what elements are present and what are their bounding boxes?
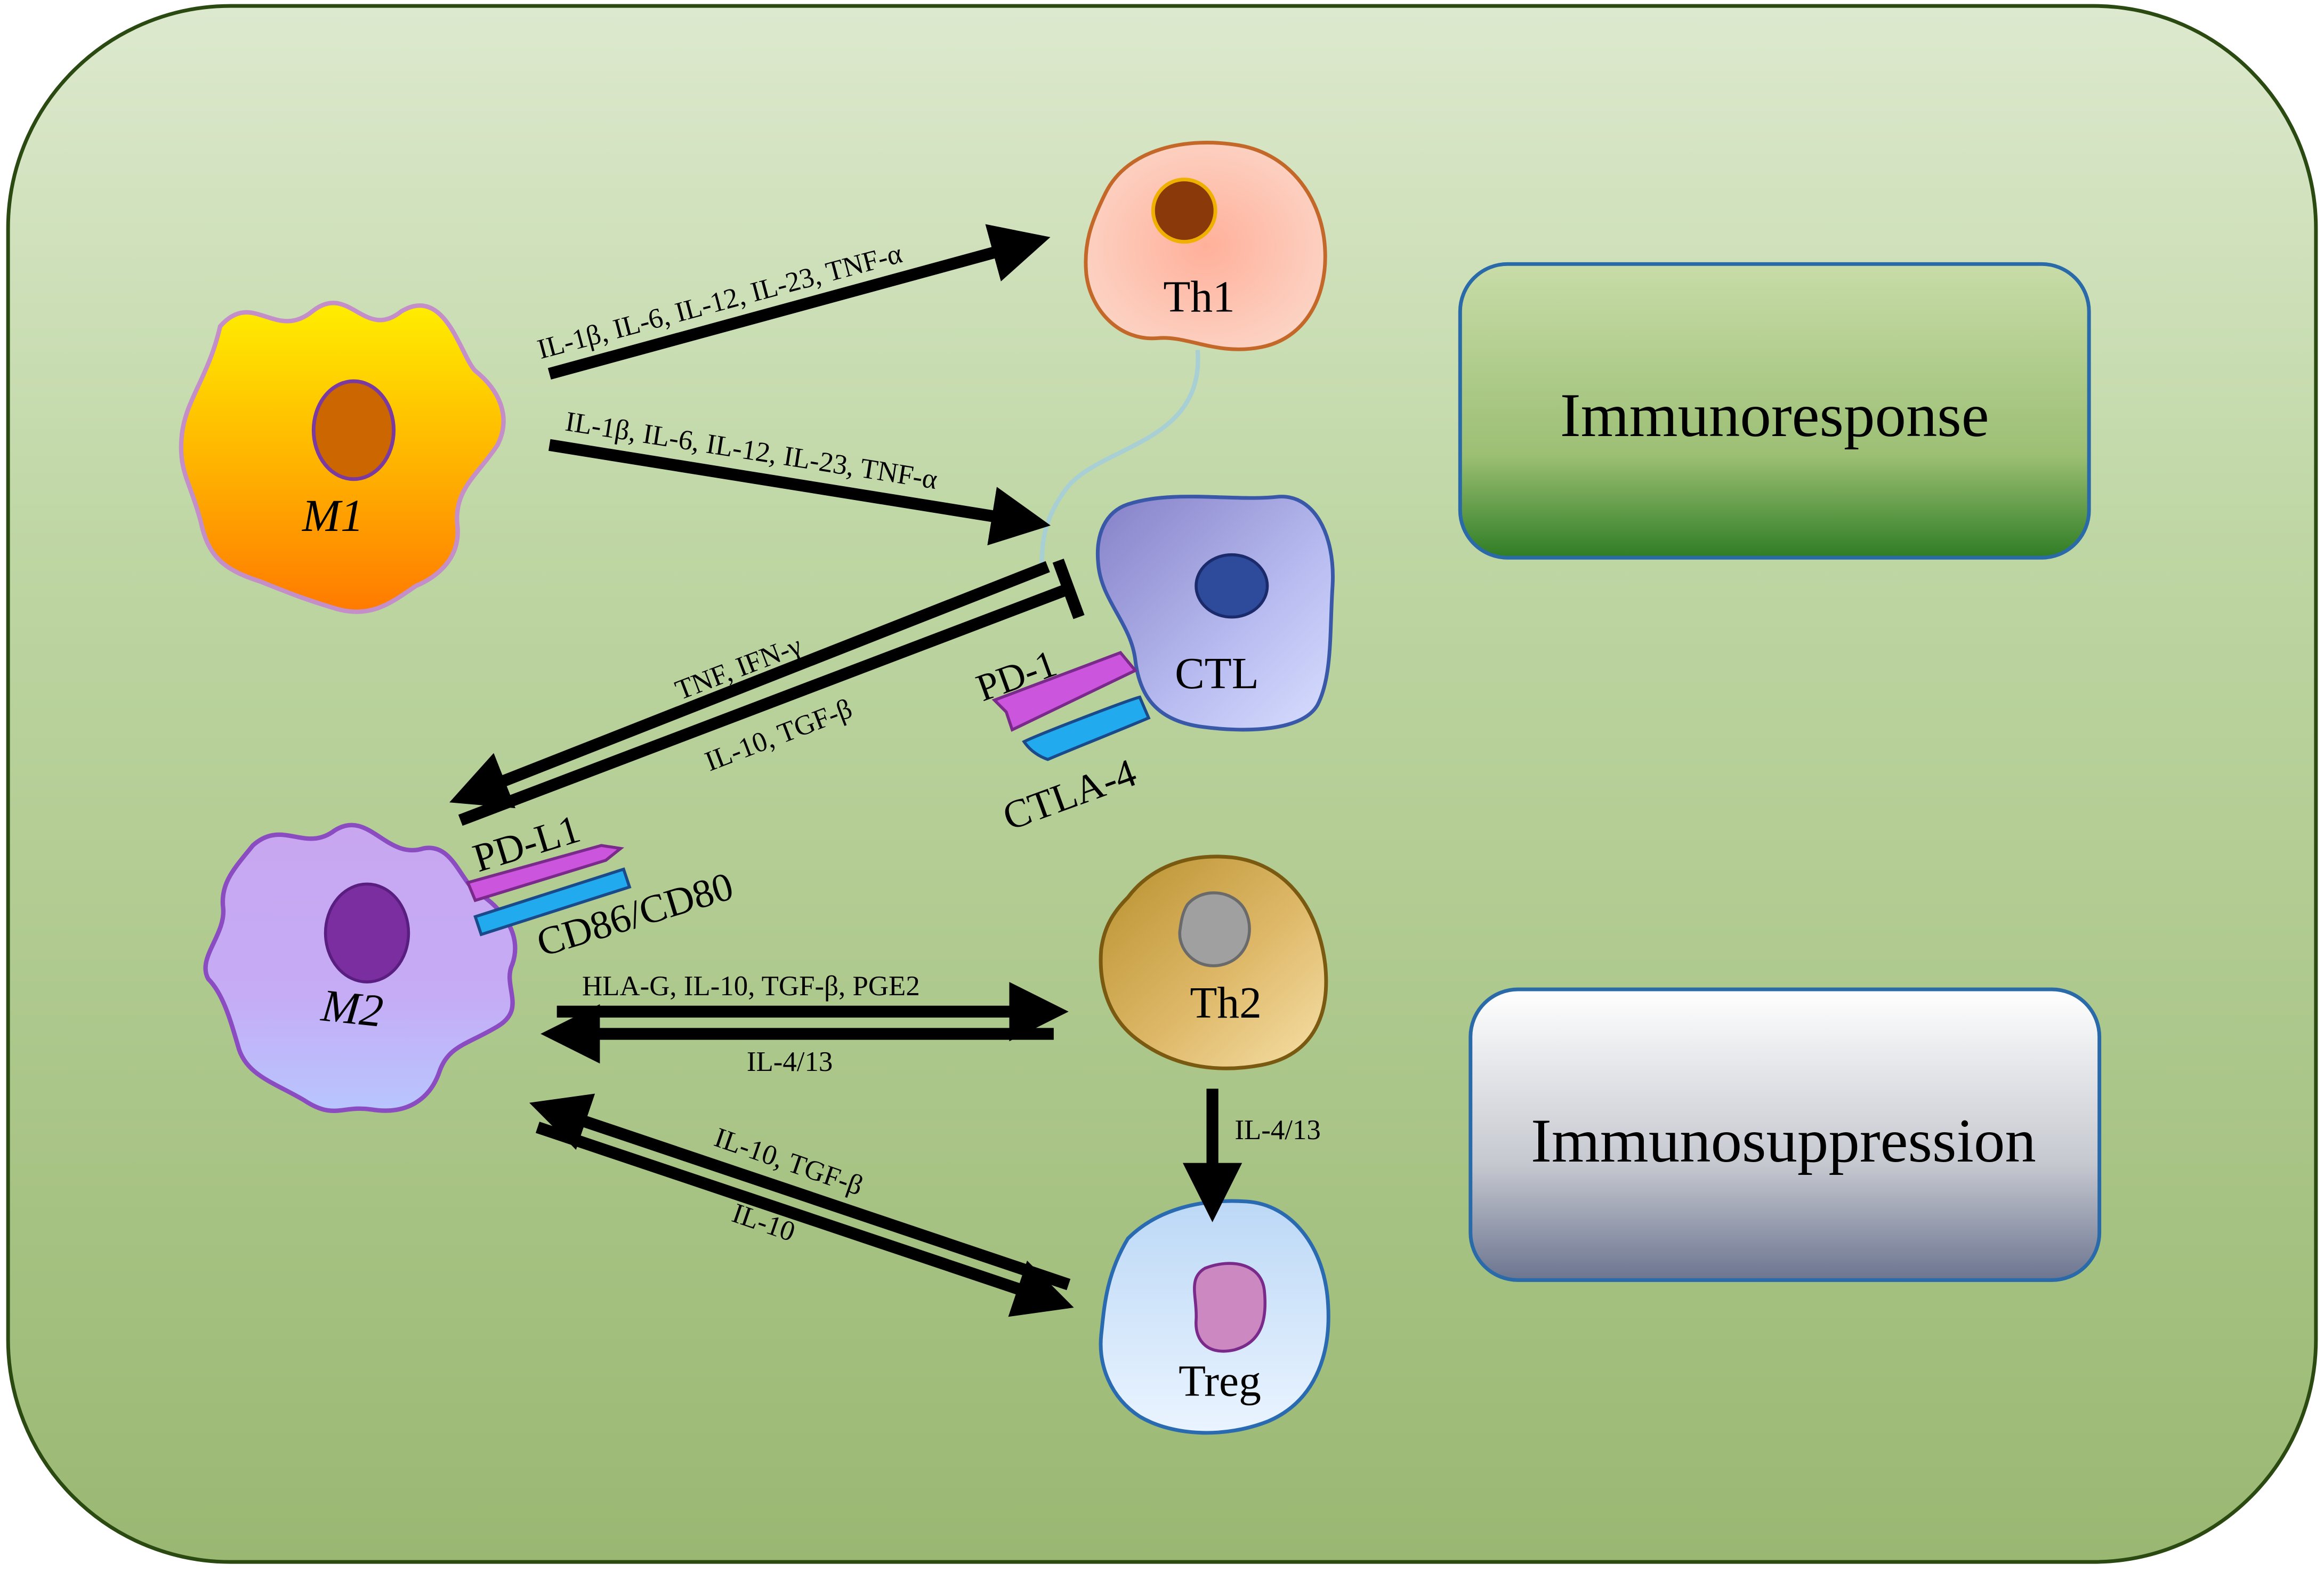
th2-nucleus [1178,891,1251,968]
m2-nucleus [324,882,410,983]
m2-label: M2 [318,979,385,1037]
immunosuppression-box: Immunosuppression [1468,987,2102,1282]
pdl1-shape [465,844,625,902]
m2-cell: M2 [203,823,518,1113]
m1-nucleus [311,379,396,481]
th2-cell: Th2 [1099,854,1328,1070]
inhibit-m2-to-ctl [458,583,1071,826]
ctl-cell: CTL [1096,495,1335,732]
treg-cell: Treg [1099,1199,1330,1435]
m1-cell: M1 [179,301,506,614]
th1-cell: Th1 [1084,141,1327,351]
immunoresponse-label: Immunoresponse [1560,381,1989,450]
arrow-th2-to-m2-label: IL-4/13 [747,1046,833,1077]
arrow-m2-to-treg [535,1122,1074,1317]
th2-label: Th2 [1190,979,1261,1028]
th1-label: Th1 [1163,272,1234,321]
immunoresponse-panel [1458,262,2091,560]
ctl-nucleus [1195,553,1269,619]
treg-label: Treg [1179,1357,1261,1406]
arrow-treg-to-m2 [529,1093,1071,1291]
arrow-m1-to-th1 [547,224,1051,380]
th1-nucleus [1151,178,1217,244]
immunosuppression-label: Immunosuppression [1531,1107,2036,1175]
ctla4-shape [1022,695,1151,761]
arrow-m1-to-ctl [548,439,1051,546]
treg-nucleus [1193,1262,1267,1353]
arrow-th2-to-treg-label: IL-4/13 [1234,1115,1320,1146]
arrow-ctl-to-m2 [449,561,1050,809]
cd86-cd80-shape [473,867,632,937]
ctl-label: CTL [1175,649,1259,698]
m1-label: M1 [301,490,364,541]
inhibit-m2-to-ctl-bar [1052,558,1085,619]
immunoresponse-box: Immunoresponse [1458,262,2091,560]
arrow-m2-to-th2-label: HLA-G, IL-10, TGF-β, PGE2 [582,971,920,1002]
th1-membrane [1084,141,1327,351]
pd1-shape [991,651,1138,732]
immunosuppression-panel [1468,987,2102,1282]
